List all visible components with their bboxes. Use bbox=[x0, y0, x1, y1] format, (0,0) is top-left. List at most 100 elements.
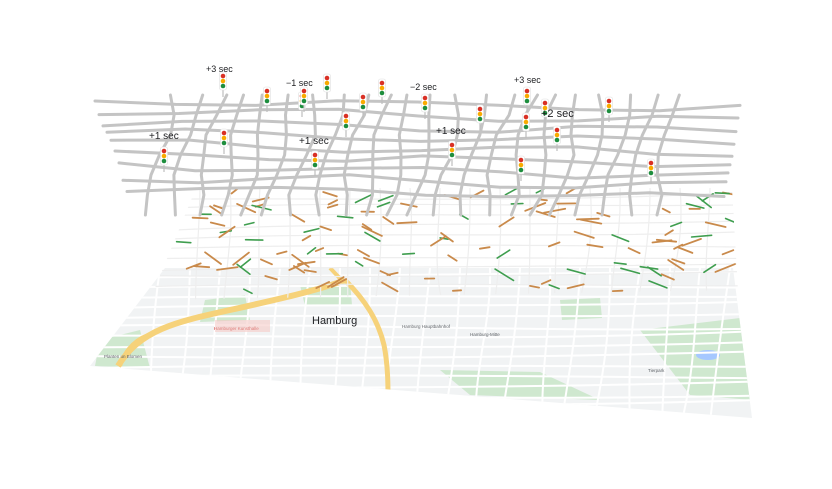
traffic-segment bbox=[306, 247, 317, 255]
traffic-light-icon bbox=[300, 86, 308, 112]
faint-road bbox=[319, 188, 322, 300]
traffic-light-icon bbox=[522, 112, 530, 138]
minor-road bbox=[90, 284, 752, 289]
traffic-segment bbox=[586, 243, 604, 249]
road bbox=[125, 185, 726, 199]
minor-road bbox=[90, 312, 752, 321]
traffic-segment bbox=[724, 217, 735, 223]
traffic-segment bbox=[451, 289, 463, 292]
road bbox=[600, 93, 633, 217]
traffic-light-icon bbox=[448, 140, 456, 166]
park-area bbox=[640, 318, 752, 400]
traffic-segment bbox=[639, 265, 659, 270]
timing-label: −1 sec bbox=[286, 78, 313, 88]
traffic-segment bbox=[376, 201, 391, 208]
traffic-segment bbox=[363, 256, 380, 265]
traffic-segment bbox=[354, 260, 364, 267]
traffic-segment bbox=[566, 268, 586, 275]
traffic-light-icon bbox=[359, 92, 367, 118]
highway bbox=[118, 333, 149, 367]
traffic-segment bbox=[218, 225, 236, 239]
faint-roads bbox=[150, 188, 738, 300]
traffic-segment bbox=[315, 280, 331, 290]
road bbox=[113, 149, 732, 169]
traffic-segment bbox=[291, 213, 306, 223]
traffic-segment bbox=[327, 276, 345, 288]
traffic-segment bbox=[326, 203, 339, 209]
faint-road bbox=[705, 188, 711, 300]
road-network-layer bbox=[93, 93, 742, 217]
traffic-segment bbox=[361, 225, 383, 237]
traffic-segment bbox=[251, 204, 272, 211]
road bbox=[121, 173, 728, 190]
traffic-segment bbox=[327, 199, 339, 206]
timing-label: −2 sec bbox=[410, 82, 437, 92]
traffic-segment bbox=[303, 269, 317, 273]
road bbox=[287, 93, 317, 217]
traffic-light-icon bbox=[553, 125, 561, 151]
traffic-segment bbox=[496, 249, 511, 259]
road bbox=[109, 138, 734, 158]
traffic-segment bbox=[185, 262, 202, 270]
traffic-segment bbox=[361, 223, 373, 231]
traffic-segment bbox=[573, 230, 595, 239]
traffic-segment bbox=[209, 221, 226, 227]
traffic-segment bbox=[648, 280, 668, 289]
timing-label: +1 sec bbox=[149, 131, 179, 142]
traffic-segment bbox=[230, 188, 248, 195]
traffic-light-icon bbox=[378, 78, 386, 104]
traffic-segment bbox=[336, 215, 354, 219]
traffic-segment bbox=[213, 204, 223, 210]
traffic-segment bbox=[667, 259, 685, 271]
faint-road bbox=[610, 188, 621, 300]
traffic-light-icon bbox=[311, 150, 319, 176]
traffic-segment bbox=[440, 232, 454, 243]
traffic-segment bbox=[243, 221, 255, 226]
road bbox=[628, 93, 660, 217]
faint-road bbox=[194, 188, 201, 300]
faint-road bbox=[150, 191, 738, 200]
road bbox=[198, 93, 229, 217]
traffic-segment bbox=[611, 234, 630, 243]
road bbox=[239, 93, 264, 217]
traffic-segment bbox=[703, 263, 717, 274]
traffic-segment bbox=[291, 253, 310, 268]
traffic-segment bbox=[576, 217, 600, 221]
traffic-segment bbox=[193, 265, 211, 269]
traffic-segment bbox=[297, 260, 316, 266]
traffic-segment bbox=[627, 247, 641, 255]
traffic-segment bbox=[303, 227, 320, 233]
road bbox=[259, 93, 290, 217]
traffic-segment bbox=[364, 231, 381, 242]
traffic-segment bbox=[236, 202, 257, 214]
timing-labels: +3 sec−1 sec−2 sec+3 sec+2 sec+1 sec+1 s… bbox=[149, 64, 574, 147]
traffic-segment bbox=[677, 246, 694, 254]
minor-road bbox=[90, 340, 752, 349]
road bbox=[365, 93, 393, 217]
faint-road bbox=[347, 188, 351, 300]
road bbox=[573, 93, 605, 217]
minor-road bbox=[90, 350, 752, 359]
traffic-segment bbox=[669, 221, 683, 228]
traffic-segment bbox=[216, 266, 239, 271]
faint-road bbox=[150, 231, 738, 241]
faint-road bbox=[436, 188, 443, 300]
faint-road bbox=[256, 188, 261, 300]
poi-label: Planten un Blomen bbox=[104, 354, 143, 359]
traffic-segment bbox=[498, 216, 515, 228]
traffic-segment bbox=[259, 258, 273, 266]
timing-label: +3 sec bbox=[206, 64, 233, 74]
traffic-segment bbox=[401, 252, 416, 255]
road bbox=[547, 93, 577, 217]
traffic-segment bbox=[191, 216, 209, 220]
traffic-segment bbox=[447, 254, 458, 262]
faint-road bbox=[462, 188, 471, 300]
traffic-segment bbox=[400, 202, 418, 208]
traffic-segment bbox=[494, 268, 515, 282]
faint-road bbox=[150, 212, 738, 217]
traffic-segment bbox=[478, 246, 491, 250]
minor-road bbox=[90, 295, 752, 300]
poi-label: Tierpark bbox=[648, 368, 665, 373]
minor-road bbox=[90, 329, 752, 339]
park-area bbox=[440, 370, 600, 400]
